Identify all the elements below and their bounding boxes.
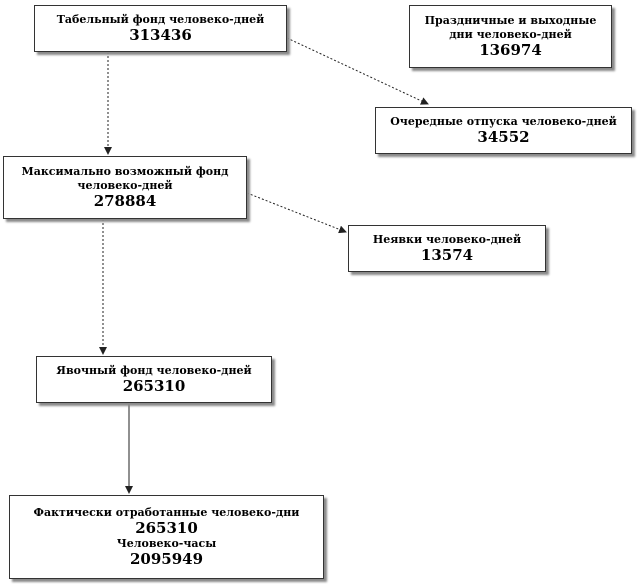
node-sub-label: Человеко-часы [116, 537, 217, 550]
node-label: Фактически отработанные человеко-дни [33, 506, 300, 519]
node-value: 265310 [135, 519, 198, 537]
arrow-tabel-to-vacation [286, 37, 429, 105]
arrow-max-to-absent [246, 192, 347, 234]
node-label: Табельный фонд человеко-дней [56, 13, 265, 26]
node-tabel-fund: Табельный фонд человеко-дней 313436 [34, 5, 287, 52]
node-label: Явочный фонд человеко-дней [56, 364, 252, 377]
node-label: Очередные отпуска человеко-дней [390, 115, 617, 128]
node-value: 13574 [420, 246, 474, 264]
node-value: 34552 [477, 128, 530, 146]
node-max-possible-fund: Максимально возможный фонд человеко-дней… [3, 156, 247, 219]
node-value: 278884 [93, 192, 157, 210]
node-value: 313436 [129, 26, 192, 44]
node-value: 136974 [479, 41, 542, 59]
node-label-line-2: дни человеко-дней [449, 28, 572, 41]
node-actual-worked: Фактически отработанные человеко-дни 265… [9, 495, 324, 579]
node-value: 265310 [122, 377, 186, 395]
node-label: Неявки человеко-дней [372, 233, 522, 246]
node-absences: Неявки человеко-дней 13574 [348, 225, 546, 272]
node-label-line-1: Праздничные и выходные [424, 14, 597, 27]
node-label-line-2: человеко-дней [77, 179, 173, 192]
node-regular-vacations: Очередные отпуска человеко-дней 34552 [375, 107, 632, 154]
node-sub-value: 2095949 [129, 550, 204, 568]
node-label-line-1: Максимально возможный фонд [21, 165, 229, 178]
node-holidays-weekends: Праздничные и выходные дни человеко-дней… [409, 5, 612, 68]
node-attendance-fund: Явочный фонд человеко-дней 265310 [36, 356, 272, 403]
